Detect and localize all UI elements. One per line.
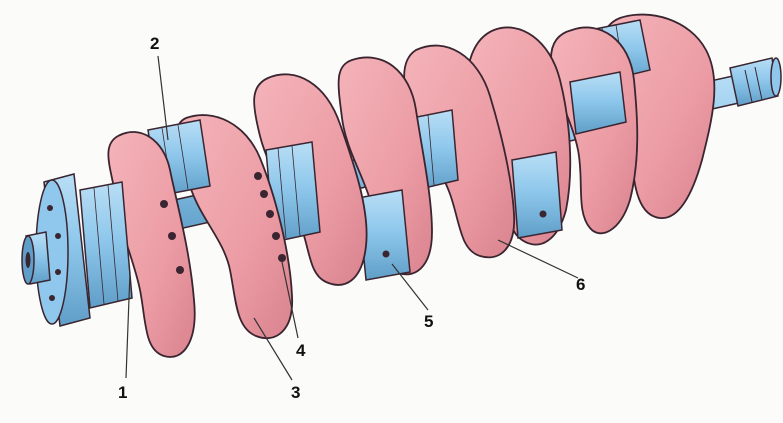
callout-5: 5 bbox=[424, 312, 434, 331]
callout-1: 1 bbox=[118, 383, 128, 402]
crankpin-3 bbox=[511, 151, 563, 239]
leader-lines bbox=[125, 55, 579, 381]
leader-line-3 bbox=[253, 317, 293, 381]
leader-line-4 bbox=[281, 261, 299, 339]
callout-2: 2 bbox=[150, 34, 160, 53]
crank-journal-6 bbox=[569, 71, 627, 135]
callout-3: 3 bbox=[291, 383, 301, 402]
leader-line-6 bbox=[497, 239, 579, 279]
leader-line-1 bbox=[125, 271, 131, 379]
rear-shaft-end bbox=[729, 57, 782, 107]
leader-line-2 bbox=[157, 55, 169, 141]
leader-line-5 bbox=[391, 263, 429, 311]
callout-4: 4 bbox=[296, 341, 306, 360]
front-shaft-nose bbox=[21, 231, 51, 285]
main-journal-1 bbox=[79, 181, 133, 309]
callout-6: 6 bbox=[576, 275, 586, 294]
